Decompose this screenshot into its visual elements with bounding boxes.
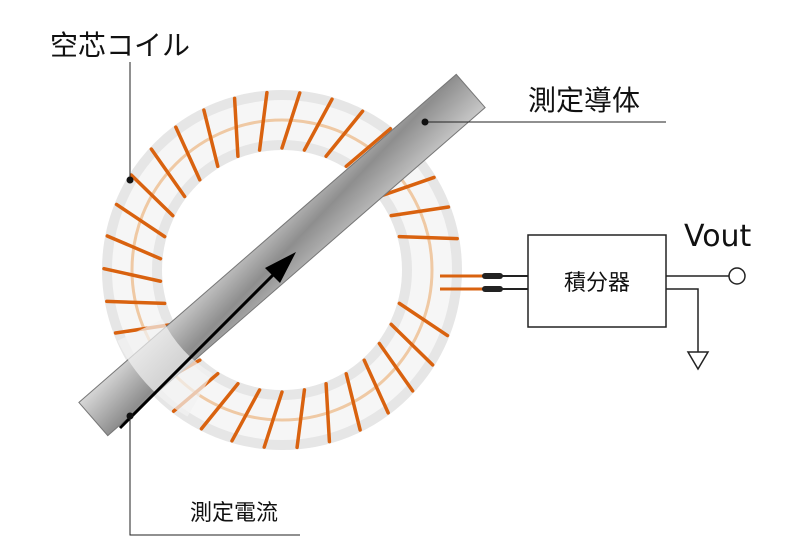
winding-turn [377,175,436,199]
winding-turn [389,322,435,367]
winding-turn [232,96,240,158]
torus-front-overlap [117,318,214,417]
vout-label: Vout [684,219,752,254]
winding-turn [295,388,307,450]
winding-turn [262,390,284,449]
winding-turn [280,91,302,150]
winding-turn [174,125,202,182]
integrator-block: 積分器 [527,234,667,328]
torus-core [102,90,462,450]
output-terminal: Vout [666,219,752,285]
current-arrow [118,252,296,430]
winding-turn [202,108,220,169]
winding-turn [302,97,334,152]
arrow-head-icon [265,252,296,283]
winding-turn [344,127,393,169]
winding-turn [324,382,332,444]
leader-lines [126,62,666,536]
winding-turn [397,234,459,241]
winding-turn [397,301,450,338]
winding-turn [230,388,262,443]
winding-turn [105,234,163,261]
conductor-bar [78,73,486,437]
winding-turn [129,173,175,218]
ground [666,288,710,371]
winding-turn [102,266,163,284]
coil-label: 空芯コイル [50,29,190,62]
winding-turn [362,358,390,415]
winding-turn [114,202,167,239]
winding-turn [199,382,240,431]
integrator-label: 積分器 [564,271,630,296]
terminal-wires [440,273,528,292]
winding-turn [257,90,269,152]
current-label: 測定電流 [190,501,278,526]
winding-turn [324,109,365,158]
winding-turn [377,341,415,393]
winding-turn [344,371,362,432]
winding-turn [149,147,187,199]
output-terminal-icon [728,267,746,285]
winding-turn [389,205,451,218]
ground-icon [686,351,710,371]
winding-turn [105,299,167,306]
conductor-label: 測定導体 [528,84,640,117]
